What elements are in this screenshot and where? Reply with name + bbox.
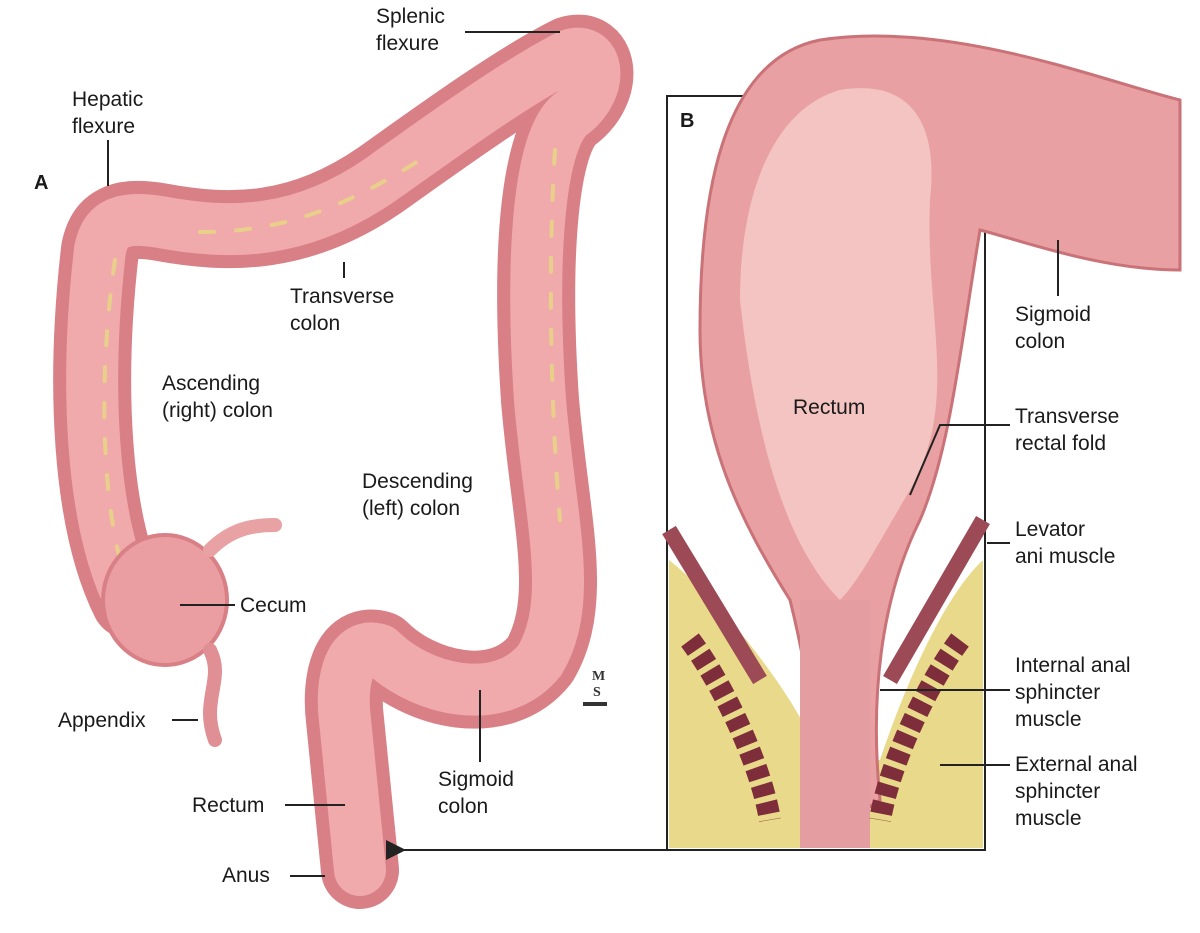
label-anus: Anus	[222, 864, 270, 887]
label-descending-colon: Descending(left) colon	[362, 470, 473, 520]
panel-a-letter: A	[34, 172, 49, 194]
label-rectum-a: Rectum	[192, 794, 265, 817]
panel-b-letter: B	[680, 110, 695, 132]
svg-text:M: M	[592, 669, 605, 684]
label-ascending-colon: Ascending(right) colon	[162, 372, 273, 422]
large-intestine	[53, 15, 634, 909]
illustrator-signature: MS	[583, 669, 607, 706]
label-appendix: Appendix	[58, 709, 146, 732]
rectum-cross-section	[662, 34, 1182, 851]
label-rectum-b: Rectum	[793, 396, 866, 419]
label-cecum: Cecum	[240, 594, 307, 617]
svg-text:S: S	[593, 685, 601, 700]
leader-lines	[107, 31, 1059, 877]
